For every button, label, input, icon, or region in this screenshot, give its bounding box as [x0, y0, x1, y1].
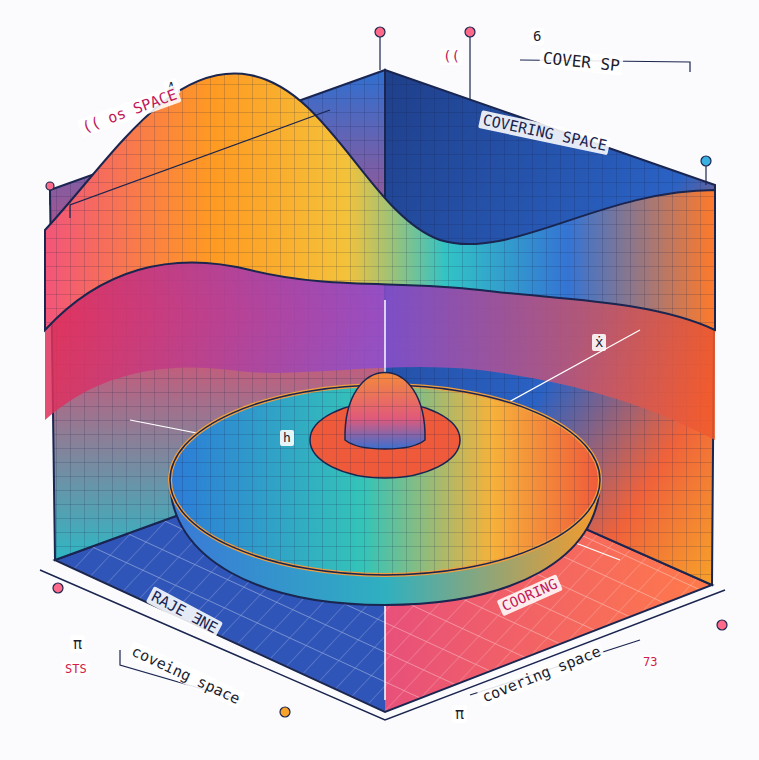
axis-number: 6	[530, 28, 544, 45]
point-label: ẋ	[592, 334, 606, 351]
space-label: COVER SP	[539, 48, 624, 76]
symbol-label: π	[70, 635, 85, 653]
number-label: STS	[62, 662, 90, 676]
point-label: h	[280, 430, 294, 446]
number-label: 73	[640, 655, 660, 669]
symbol-label: π	[452, 705, 467, 723]
bracket-mark: ((	[440, 48, 463, 65]
